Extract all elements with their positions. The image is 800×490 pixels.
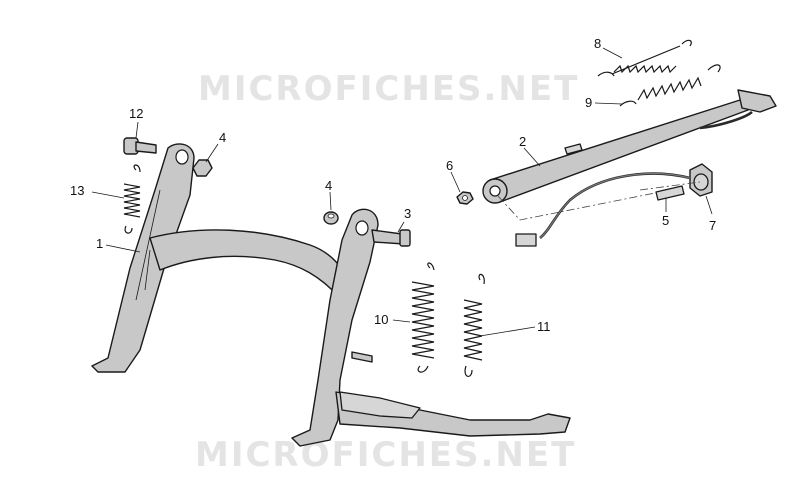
callout-9: 9 bbox=[585, 95, 592, 110]
callout-6: 6 bbox=[446, 158, 453, 173]
center-stand bbox=[91, 143, 571, 447]
callout-8: 8 bbox=[594, 36, 601, 51]
callout-1: 1 bbox=[96, 236, 103, 251]
callout-12: 12 bbox=[129, 106, 143, 121]
spring-10 bbox=[411, 262, 435, 373]
spring-13 bbox=[123, 164, 141, 234]
callout-10: 10 bbox=[374, 312, 388, 327]
callout-4-upper: 4 bbox=[219, 130, 226, 145]
stand-bolt bbox=[123, 137, 157, 155]
stand-nut-upper bbox=[192, 159, 213, 177]
switch-bolt bbox=[655, 185, 685, 201]
callout-3: 3 bbox=[404, 206, 411, 221]
pivot-bolt bbox=[371, 229, 411, 247]
leader-lines bbox=[91, 47, 713, 337]
watermark-top: MICROFICHES.NET bbox=[198, 69, 579, 109]
side-stand bbox=[482, 89, 777, 204]
side-stand-switch bbox=[515, 163, 713, 247]
callout-labels: 1 2 3 4 4 5 6 7 8 9 10 11 12 13 bbox=[70, 36, 716, 334]
callout-11: 11 bbox=[537, 319, 551, 334]
spring-9 bbox=[619, 64, 721, 107]
watermark-bottom: MICROFICHES.NET bbox=[195, 435, 576, 475]
callout-4-lower: 4 bbox=[325, 178, 332, 193]
side-stand-nut bbox=[456, 191, 474, 205]
callout-7: 7 bbox=[709, 218, 716, 233]
spring-11 bbox=[463, 273, 485, 377]
stand-nut-lower bbox=[323, 211, 339, 225]
callout-2: 2 bbox=[519, 134, 526, 149]
spring-8 bbox=[597, 39, 692, 77]
callout-13: 13 bbox=[70, 183, 84, 198]
callout-5: 5 bbox=[662, 213, 669, 228]
